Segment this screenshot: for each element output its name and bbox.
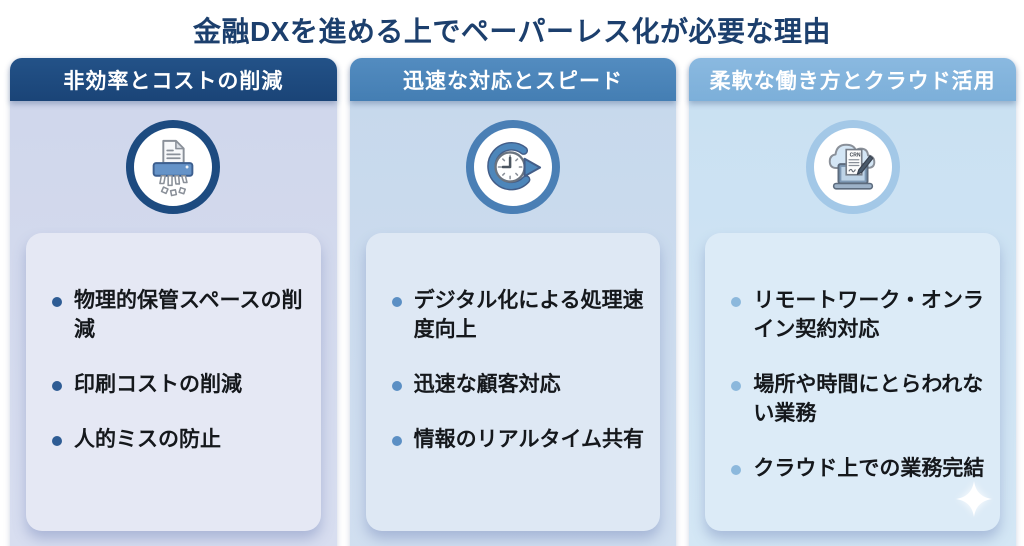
card-cost-reduction: 非効率とコストの削減 [10,58,337,546]
icon-circle: CRN [805,120,900,214]
content-panel: リモートワーク・オンライン契約対応 場所や時間にとらわれない業務 クラウド上での… [705,233,1000,531]
cloud-laptop-icon: CRN [828,143,875,190]
bullet-dot [731,380,742,391]
list-item: リモートワーク・オンライン契約対応 [729,287,992,345]
list-item: 情報のリアルタイム共有 [390,426,653,455]
card-header: 非効率とコストの削減 [10,58,337,101]
list-item-text: 場所や時間にとらわれない業務 [753,372,984,425]
bullet-dot [391,435,402,446]
icon-circle [126,120,221,214]
icon-label-crn: CRN [849,152,860,158]
content-panel: 物理的保管スペースの削減 印刷コストの削減 人的ミスの防止 [26,233,321,531]
list-item: 人的ミスの防止 [50,426,313,455]
bullet-list: デジタル化による処理速度向上 迅速な顧客対応 情報のリアルタイム共有 [366,233,661,455]
bullet-dot [52,435,62,446]
shredder-icon [152,139,194,197]
bullet-dot [52,297,62,307]
list-item-text: 迅速な顧客対応 [413,372,561,396]
list-item-text: デジタル化による処理速度向上 [413,289,644,341]
icon-area [350,101,677,233]
list-item-text: クラウド上での業務完結 [753,456,985,480]
list-item: デジタル化による処理速度向上 [390,287,653,345]
list-item-text: 人的ミスの防止 [74,427,221,451]
card-header: 柔軟な働き方とクラウド活用 [689,58,1016,101]
bullet-dot [731,297,742,307]
list-item: クラウド上での業務完結 [729,455,992,484]
list-item-text: 物理的保管スペースの削減 [74,289,303,341]
bullet-dot [731,464,742,475]
bullet-dot [391,297,402,307]
page-title: 金融DXを進める上でペーパーレス化が必要な理由 [192,16,832,47]
bullet-list: 物理的保管スペースの削減 印刷コストの削減 人的ミスの防止 [26,233,321,455]
list-item: 物理的保管スペースの削減 [50,287,313,345]
list-item-text: 印刷コストの削減 [74,372,242,396]
list-item: 印刷コストの削減 [50,371,313,400]
bullet-dot [391,380,402,391]
icon-area [10,101,337,233]
icon-area: CRN [689,101,1016,233]
clock-arrow-icon [487,142,542,191]
bullet-list: リモートワーク・オンライン契約対応 場所や時間にとらわれない業務 クラウド上での… [705,233,1000,484]
list-item-text: リモートワーク・オンライン契約対応 [753,289,984,341]
columns-container: 非効率とコストの削減 [10,58,1016,546]
content-panel: デジタル化による処理速度向上 迅速な顧客対応 情報のリアルタイム共有 [365,233,661,531]
list-item-text: 情報のリアルタイム共有 [413,427,645,451]
card-speed: 迅速な対応とスピード [349,58,677,546]
sparkle-icon [955,481,992,517]
card-header: 迅速な対応とスピード [349,58,677,101]
card-flexible-cloud: 柔軟な働き方とクラウド活用 CRN [689,58,1016,546]
bullet-dot [52,380,62,391]
list-item: 場所や時間にとらわれない業務 [729,371,992,429]
list-item: 迅速な顧客対応 [390,371,653,400]
icon-circle [465,120,560,214]
